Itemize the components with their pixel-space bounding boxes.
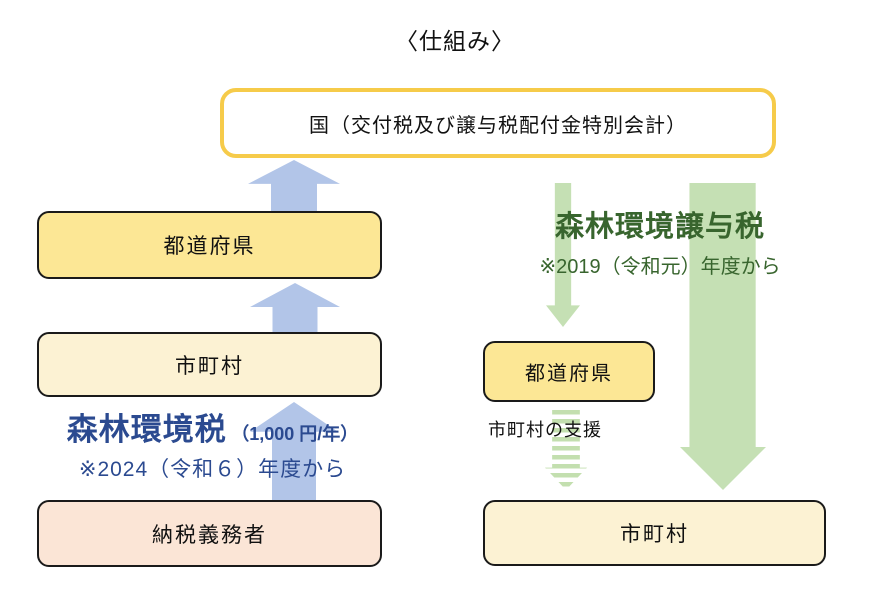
forest-environment-tax-amount: （1,000 円/年）	[231, 424, 359, 444]
node-taxpayer: 納税義務者	[37, 500, 382, 567]
node-right-prefecture: 都道府県	[483, 341, 655, 402]
forest-environment-tax-start-year: ※2024（令和６）年度から	[78, 458, 347, 481]
forest-environment-tax-label: 森林環境税 （1,000 円/年） ※2024（令和６）年度から	[45, 404, 380, 483]
arrow-up-prefecture-to-national-icon	[248, 160, 340, 212]
arrow-down-national-to-municipality-icon	[680, 183, 766, 490]
forest-environment-tax-name: 森林環境税	[66, 412, 227, 447]
node-right-municipality: 市町村	[483, 500, 826, 566]
page-title: 〈仕組み〉	[395, 28, 515, 54]
arrow-up-municipality-to-prefecture-icon	[250, 283, 340, 333]
forest-environment-transfer-tax-start-year: ※2019（令和元）年度から	[539, 256, 781, 278]
node-left-municipality: 市町村	[37, 332, 382, 397]
node-left-prefecture: 都道府県	[37, 211, 382, 279]
forest-environment-transfer-tax-label: 森林環境譲与税 ※2019（令和元）年度から	[525, 203, 795, 279]
node-national-special-account: 国（交付税及び譲与税配付金特別会計）	[220, 88, 776, 158]
forest-environment-transfer-tax-name: 森林環境譲与税	[554, 211, 765, 243]
municipal-support-label: 市町村の支援	[488, 420, 602, 440]
